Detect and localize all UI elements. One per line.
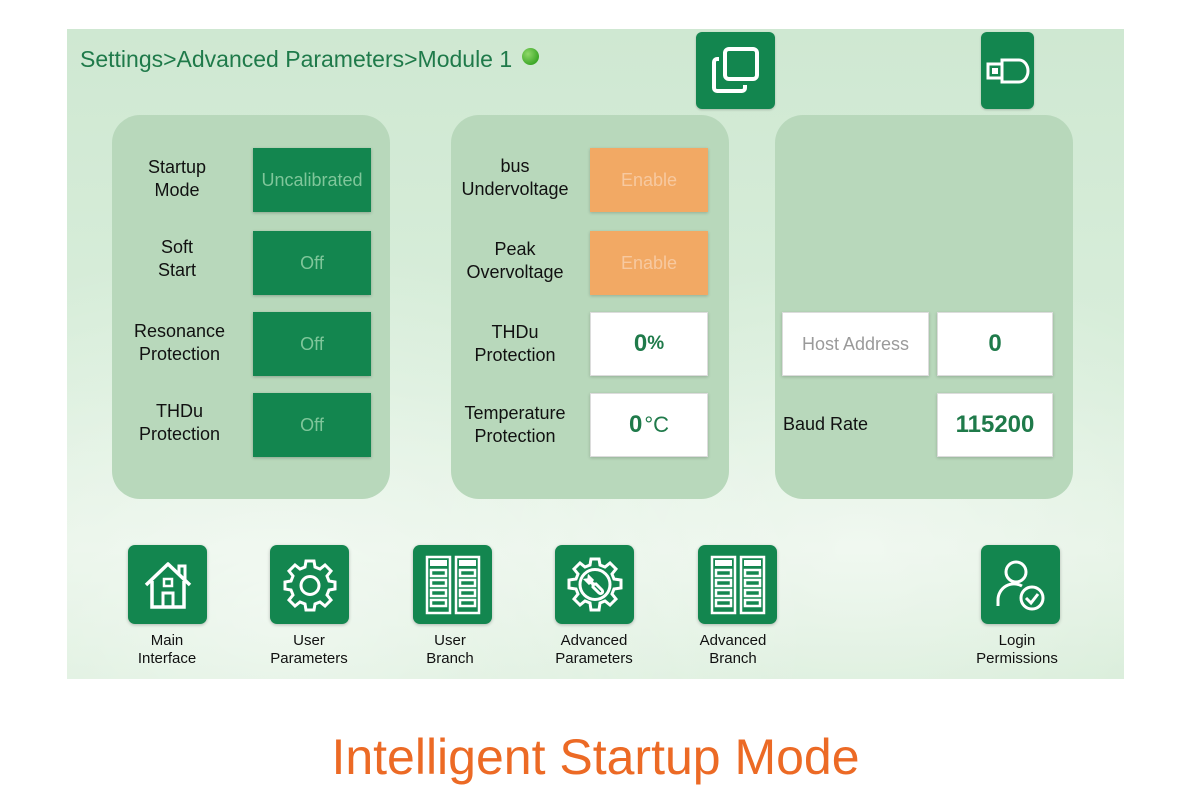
soft-start-toggle[interactable]: Off [253,231,371,295]
user-check-icon [995,560,1044,610]
usb-export-button[interactable] [981,32,1034,109]
nav-login-permissions-label: Login Permissions [976,632,1058,667]
nav-advanced-parameters-label: Advanced Parameters [555,632,633,667]
breadcrumb-text: Settings>Advanced Parameters>Module 1 [80,46,513,72]
temperature-protection-label: Temperature Protection [464,403,566,446]
thdu-protection-input[interactable]: 0% [590,312,708,376]
thdu-protection-toggle[interactable]: Off [253,393,371,457]
nav-user-parameters-button[interactable] [270,545,349,624]
host-address-input[interactable]: 0 [937,312,1053,376]
cabinet-icon [425,555,480,614]
nav-main-interface-button[interactable] [128,545,207,624]
temperature-protection-unit: °C [644,412,670,437]
nav-advanced-branch-button[interactable] [698,545,777,624]
status-indicator [522,48,540,65]
caption-title: Intelligent Startup Mode [331,729,860,785]
nav-user-branch-label: User Branch [426,632,474,667]
usb-drive-icon [986,58,1029,83]
breadcrumb: Settings>Advanced Parameters>Module 1 [80,46,540,73]
cabinet-icon [710,555,765,614]
resonance-protection-label: Resonance Protection [133,321,226,364]
gear-wrench-icon [567,557,622,611]
gear-icon [283,559,336,611]
soft-start-label: Soft Start [157,237,196,280]
home-icon [144,561,191,609]
thdu-protection-unit: % [647,333,665,354]
resonance-protection-toggle[interactable]: Off [253,312,371,376]
nav-user-parameters-label: User Parameters [270,632,348,667]
bus-undervoltage-label: bus Undervoltage [461,156,569,199]
nav-advanced-parameters-button[interactable] [555,545,634,624]
bus-undervoltage-button[interactable]: Enable [590,148,708,212]
nav-main-interface-label: Main Interface [137,632,197,667]
thdu-protection-value: 0 [633,330,648,357]
thdu-protection-label: THDu Protection [138,401,221,444]
peak-overvoltage-button[interactable]: Enable [590,231,708,295]
hmi-screen: Settings>Advanced Parameters>Module 1 St… [67,29,1124,679]
startup-mode-button[interactable]: Uncalibrated [253,148,371,212]
windows-icon [711,46,759,93]
thdu-protection-value-label: THDu Protection [474,322,556,365]
nav-user-branch-button[interactable] [413,545,492,624]
temperature-protection-input[interactable]: 0°C [590,393,708,457]
baud-rate-input[interactable]: 115200 [937,393,1053,457]
host-address-label: Host Address [782,312,929,376]
nav-advanced-branch-label: Advanced Branch [699,632,767,667]
peak-overvoltage-label: Peak Overvoltage [466,239,564,282]
baud-rate-label: Baud Rate [783,414,869,434]
startup-mode-label: Startup Mode [147,157,207,200]
nav-login-permissions-button[interactable] [981,545,1060,624]
window-switch-button[interactable] [696,32,775,109]
temperature-protection-value: 0 [628,411,643,438]
